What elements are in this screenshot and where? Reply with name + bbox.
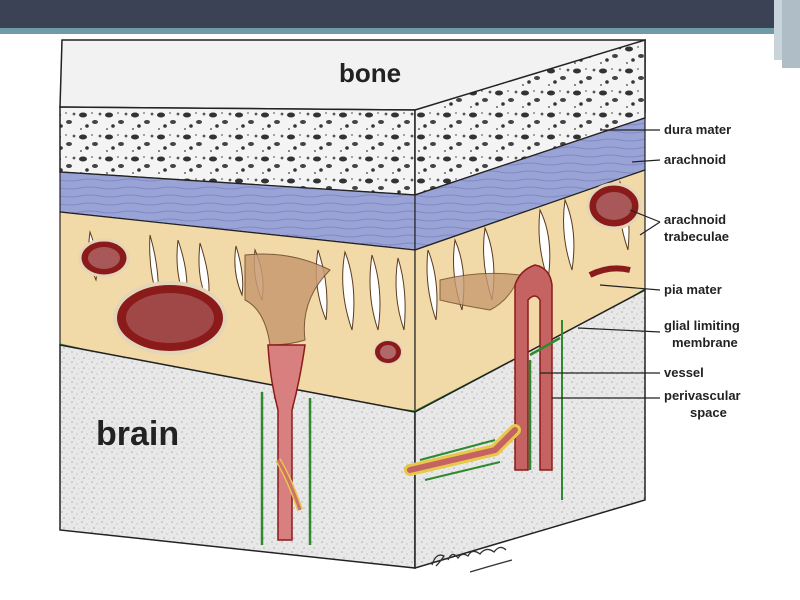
penetrating-vessel-right bbox=[404, 264, 563, 500]
label-perivascular-2: space bbox=[690, 405, 727, 420]
trabecular-mass bbox=[244, 253, 331, 346]
label-pia-mater: pia mater bbox=[664, 282, 722, 297]
label-arachnoid-trabeculae-1: arachnoid bbox=[664, 212, 726, 227]
pointer-lines bbox=[540, 129, 661, 399]
corner-decoration bbox=[774, 0, 800, 68]
label-vessel: vessel bbox=[664, 365, 704, 380]
label-glial-2: membrane bbox=[672, 335, 738, 350]
slide-top-stripe bbox=[0, 28, 800, 34]
trabeculae-openings bbox=[88, 180, 630, 331]
penetrating-vessel-left bbox=[260, 344, 312, 545]
label-glial-1: glial limiting bbox=[664, 318, 740, 333]
slide-top-bar bbox=[0, 0, 800, 28]
vessels bbox=[78, 182, 642, 365]
label-dura-mater: dura mater bbox=[664, 122, 731, 137]
brain-label: brain bbox=[96, 415, 179, 453]
bone-label: bone bbox=[339, 58, 401, 88]
trabecular-mass-2 bbox=[439, 272, 521, 311]
artist-signature bbox=[431, 546, 513, 573]
vessel-trunk-right bbox=[514, 264, 553, 471]
vessel-small-right bbox=[588, 265, 631, 278]
label-arachnoid: arachnoid bbox=[664, 152, 726, 167]
label-arachnoid-trabeculae-2: trabeculae bbox=[664, 229, 729, 244]
label-perivascular-1: perivascular bbox=[664, 388, 741, 403]
